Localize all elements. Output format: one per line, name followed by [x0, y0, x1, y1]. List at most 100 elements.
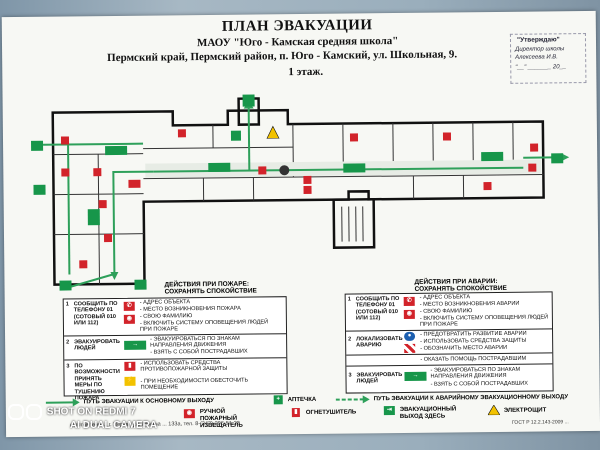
alarm-icon — [79, 260, 88, 269]
alarm-icon — [528, 163, 537, 172]
you-are-here-marker — [279, 165, 290, 176]
extinguisher-icon: ▮ — [291, 408, 300, 418]
watermark-line1: SHOT ON REDMI 7 — [46, 406, 136, 418]
exit-arrow-icon — [481, 151, 504, 162]
accident-actions-table: 1 СООБЩИТЬ ПО ТЕЛЕФОНУ 01 (СОТОВЫЙ 010 И… — [344, 291, 554, 394]
row-item: - АДРЕС ОБЪЕКТА — [419, 294, 471, 301]
electric-panel-icon — [266, 125, 280, 139]
row-number: 2 — [66, 339, 70, 346]
extinguisher-icon: ▮ — [124, 361, 136, 371]
first-aid-icon: + — [273, 395, 283, 405]
row-item: - ВЗЯТЬ С СОБОЙ ПОСТРАДАВШИХ — [430, 380, 529, 388]
row-item: - АДРЕС ОБЪЕКТА — [139, 299, 191, 306]
stamp-line2: Алексеева И.В. — [515, 54, 558, 61]
alarm-icon: ◉ — [403, 309, 415, 319]
school-name: МАОУ "Юго - Камская средняя школа" — [196, 35, 399, 50]
alarm-icon — [93, 168, 102, 177]
alarm-icon: ◉ — [123, 314, 135, 324]
hazard-tape-icon — [404, 343, 416, 353]
exit-arrow-icon — [105, 145, 128, 156]
legend-exit-here: ЭВАКУАЦИОННЫЙ ВЫХОД ЗДЕСЬ — [399, 406, 457, 421]
row-label: ЛОКАЛИЗОВАТЬ АВАРИЮ — [356, 335, 403, 349]
exit-arrow-icon: → — [124, 340, 147, 350]
exit-signs — [31, 94, 564, 291]
row-item: - ЭВАКУИРОВАТЬСЯ ПО ЗНАКАМ НАПРАВЛЕНИЯ Д… — [430, 366, 521, 381]
phone-icon: ✆ — [403, 296, 415, 306]
fire-equipment — [60, 129, 539, 269]
row-item: - ПРИ НЕОБХОДИМОСТИ ОБЕСТОЧИТЬ ПОМЕЩЕНИЕ — [140, 377, 249, 392]
phone-icon: ✆ — [123, 301, 135, 311]
exit-sign-icon — [33, 184, 46, 195]
walls — [51, 97, 545, 286]
inner-walls — [53, 121, 544, 285]
row-item: - ИСПОЛЬЗОВАТЬ СРЕДСТВА ПРОТИВОПОЖАРНОЙ … — [140, 359, 228, 374]
exit-sign-icon — [59, 280, 72, 291]
evacuation-plan-board: ПЛАН ЭВАКУАЦИИ МАОУ "Юго - Камская средн… — [1, 10, 600, 438]
exit-sign-icon — [31, 140, 44, 151]
exit-here-icon: ⇥ — [383, 406, 395, 416]
extinguisher-icon — [442, 132, 452, 141]
row-label: СООБЩИТЬ ПО ТЕЛЕФОНУ 01 (СОТОВЫЙ 010 ИЛИ… — [355, 296, 400, 322]
extinguisher-icon — [530, 143, 539, 152]
exit-arrow-icon — [343, 163, 366, 173]
legend-extinguisher: ОГНЕТУШИТЕЛЬ — [305, 409, 357, 416]
alarm-icon — [483, 182, 492, 191]
row-item: - МЕСТО ВОЗНИКНОВЕНИЯ АВАРИИ — [419, 300, 520, 308]
row-label: ЭВАКУИРОВАТЬ ЛЮДЕЙ — [356, 371, 403, 385]
floor-plan — [31, 94, 570, 291]
fire-alarm-icon: ◉ — [183, 409, 195, 419]
fire-heading2: СОХРАНЯТЬ СПОКОЙСТВИЕ — [164, 287, 257, 296]
electric-panel-icon: ⚡ — [124, 376, 136, 386]
alarm-icon — [128, 179, 141, 188]
fire-actions-table: 1 СООБЩИТЬ ПО ТЕЛЕФОНУ 01 (СОТОВЫЙ 010 И… — [62, 296, 288, 401]
row-label: ЭВАКУИРОВАТЬ ЛЮДЕЙ — [74, 338, 120, 352]
alarm-icon — [303, 175, 312, 185]
alarm-icon — [103, 234, 113, 243]
stamp-title: "Утверждаю" — [516, 36, 560, 44]
first-aid-icon — [230, 130, 242, 141]
legend-electric: ЭЛЕКТРОЩИТ — [503, 407, 547, 414]
row-number: 1 — [347, 296, 351, 303]
row-item: - ВКЛЮЧИТЬ СИСТЕМУ ОПОВЕЩЕНИЯ ЛЮДЕЙ ПРИ … — [139, 319, 269, 334]
row-item: - ИСПОЛЬЗОВАТЬ СРЕДСТВА ЗАЩИТЫ — [420, 337, 527, 345]
row-item: - СВОЮ ФАМИЛИЮ — [139, 313, 193, 320]
extinguisher-icon — [349, 133, 359, 142]
camera-watermark: SHOT ON REDMI 7 — [8, 404, 136, 420]
floor-label: 1 этаж. — [288, 65, 324, 79]
exit-arrow-icon: → — [404, 371, 427, 381]
exit-sign-icon — [87, 209, 100, 226]
alarm-icon — [61, 168, 70, 177]
plan-title: ПЛАН ЭВАКУАЦИИ — [221, 17, 373, 35]
electric-panel-icon — [487, 404, 500, 416]
emergency-path-arrow-icon — [335, 395, 370, 404]
row-item: - СВОЮ ФАМИЛИЮ — [419, 308, 473, 315]
row-number: 3 — [66, 363, 70, 370]
row-label: ПО ВОЗМОЖНОСТИ ПРИНЯТЬ МЕРЫ ПО ТУШЕНИЮ П… — [74, 363, 120, 402]
main-path-arrow-icon — [45, 398, 80, 407]
row-item: - ОКАЗАТЬ ПОМОЩЬ ПОСТРАДАВШИМ — [420, 355, 527, 363]
alarm-icon — [258, 166, 267, 175]
stamp-line3: "__" _______ 20__ — [515, 64, 567, 71]
legend: ПУТЬ ЭВАКУАЦИИ К ОСНОВНОМУ ВЫХОДУ + АПТЕ… — [2, 11, 596, 429]
evacuation-paths — [43, 106, 564, 290]
row-item: - ВЗЯТЬ С СОБОЙ ПОСТРАДАВШИХ — [150, 348, 248, 356]
row-item: - ЭВАКУИРОВАТЬСЯ ПО ЗНАКАМ НАПРАВЛЕНИЯ Д… — [150, 335, 240, 350]
extinguisher-icon — [177, 129, 186, 138]
camera-lens-icon — [26, 404, 42, 420]
exit-arrow-icon — [208, 162, 231, 172]
legend-emergency-path: ПУТЬ ЭВАКУАЦИИ К АВАРИЙНОМУ ЭВАКУАЦИОННО… — [373, 394, 569, 403]
exit-sign-icon — [134, 279, 147, 290]
row-item: - ОБОЗНАЧИТЬ МЕСТО АВАРИИ — [420, 344, 508, 352]
stamp-line1: Директор школы — [515, 46, 565, 53]
approval-stamp: "Утверждаю" Директор школы Алексеева И.В… — [509, 33, 587, 84]
row-number: 2 — [348, 336, 352, 343]
row-number: 3 — [348, 372, 352, 379]
legend-first-aid: АПТЕЧКА — [287, 396, 317, 404]
gost-note: ГОСТ Р 12.2.143-2009 ... — [511, 419, 569, 426]
exit-sign-icon — [242, 94, 255, 107]
camera-lens-icon — [8, 404, 24, 420]
row-item: - ВКЛЮЧИТЬ СИСТЕМУ ОПОВЕЩЕНИЯ ЛЮДЕЙ ПРИ … — [419, 314, 549, 329]
address: Пермский край, Пермский район, п. Юго - … — [107, 48, 458, 65]
watermark-line2: AI DUAL CAMERA — [70, 420, 158, 431]
row-label: СООБЩИТЬ ПО ТЕЛЕФОНУ 01 (СОТОВЫЙ 010 ИЛИ… — [73, 300, 118, 327]
